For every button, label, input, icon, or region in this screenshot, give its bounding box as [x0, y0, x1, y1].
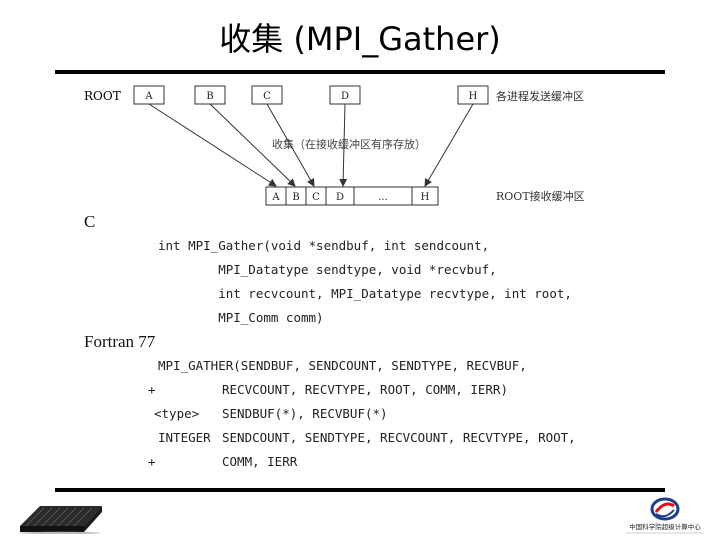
recv-cell-h: H [421, 192, 430, 203]
arrow-c [266, 103, 315, 187]
fortran-line-3-prefix: <type> [154, 406, 200, 421]
source-box-h-label: H [469, 91, 478, 102]
send-buffer-label: 各进程发送缓冲区 [496, 89, 584, 103]
gather-label: 收集（在接收缓冲区有序存放） [272, 137, 426, 151]
c-code-line-3: int recvcount, MPI_Datatype recvtype, in… [158, 286, 572, 301]
fortran-line-3-text: SENDBUF(*), RECVBUF(*) [222, 406, 388, 421]
recv-cell-a: A [271, 192, 280, 203]
root-label: ROOT [84, 89, 121, 103]
arrow-h [424, 103, 474, 187]
receive-buffer: A B C D ... H [265, 186, 439, 206]
fortran-line-2-prefix: + [148, 382, 156, 397]
fortran-line-2-text: RECVCOUNT, RECVTYPE, ROOT, COMM, IERR) [222, 382, 508, 397]
recv-buffer-label: ROOT接收缓冲区 [496, 189, 585, 203]
c-code-line-1: int MPI_Gather(void *sendbuf, int sendco… [158, 238, 490, 253]
fortran-line-1-text: MPI_GATHER(SENDBUF, SENDCOUNT, SENDTYPE,… [158, 358, 527, 373]
fortran-line-4-prefix: INTEGER [158, 430, 211, 445]
source-box-b: B [194, 85, 226, 105]
source-box-d: D [329, 85, 361, 105]
fortran-line-5-text: COMM, IERR [222, 454, 298, 469]
source-box-c: C [251, 85, 283, 105]
source-box-a-label: A [144, 91, 153, 102]
arrow-a [148, 103, 277, 187]
c-code-line-2: MPI_Datatype sendtype, void *recvbuf, [158, 262, 497, 277]
bottom-divider [55, 488, 665, 492]
institution-logo: 中国科学院超级计算中心 [622, 496, 708, 536]
arrow-d [339, 103, 348, 187]
page-title: 收集 (MPI_Gather) [219, 20, 501, 58]
source-box-h: H [457, 85, 489, 105]
arrow-b [209, 103, 296, 187]
gather-arrows [148, 103, 474, 187]
institution-name: 中国科学院超级计算中心 [629, 522, 701, 531]
recv-cell-b: B [292, 192, 299, 203]
source-box-c-label: C [263, 91, 271, 102]
c-code-line-4: MPI_Comm comm) [158, 310, 324, 325]
source-box-b-label: B [206, 91, 213, 102]
recv-cell-d: D [336, 192, 344, 203]
source-box-a: A [133, 85, 165, 105]
institution-emblem-icon: 中国科学院超级计算中心 [626, 497, 704, 534]
fortran-line-4-text: SENDCOUNT, SENDTYPE, RECVCOUNT, RECVTYPE… [222, 430, 576, 445]
fortran-line-5-prefix: + [148, 454, 156, 469]
recv-cell-ellipsis: ... [378, 192, 388, 203]
source-box-d-label: D [341, 91, 349, 102]
gather-diagram: ROOT A B C D H 各进程发送缓冲区 收集（在接收缓冲区有序存放） [84, 85, 585, 206]
supercomputer-rack-logo [20, 506, 102, 534]
top-divider [55, 70, 665, 74]
recv-cell-c: C [312, 192, 320, 203]
fortran-label: Fortran 77 [84, 332, 156, 351]
c-label: C [84, 212, 96, 231]
